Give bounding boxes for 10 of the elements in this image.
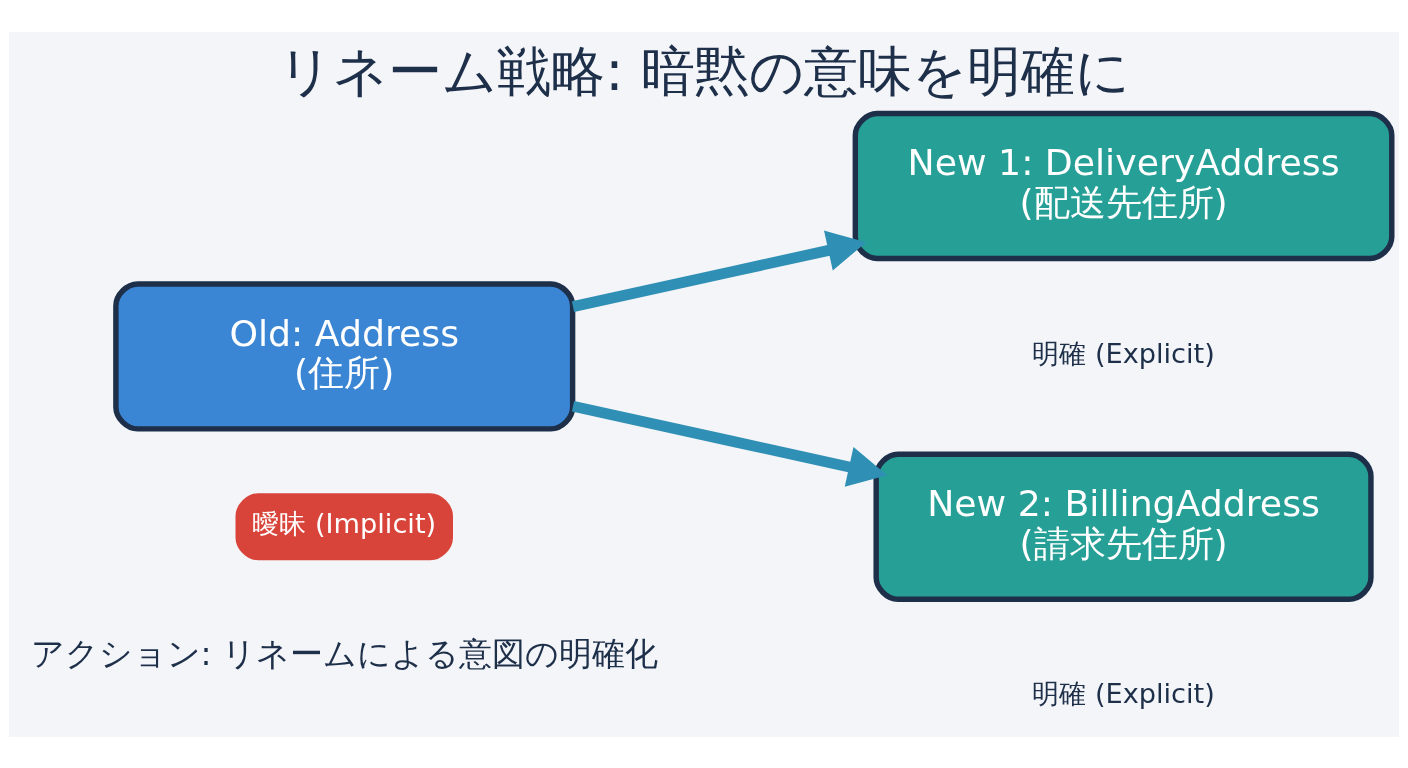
arrow — [571, 230, 867, 312]
node-label: 曖昧 (Implicit) — [252, 507, 437, 539]
label: アクション: リネームによる意図の明確化 — [30, 634, 658, 673]
node-box: New 1: DeliveryAddress (配送先住所) — [852, 110, 1395, 261]
arrow — [571, 400, 888, 487]
node-box: Old: Address (住所) — [113, 280, 576, 432]
diagram-title: リネーム戦略: 暗黙の意味を明確に — [278, 39, 1130, 103]
node-box: New 2: BillingAddress (請求先住所) — [873, 451, 1374, 602]
node-label: 明確 (Explicit) — [1032, 677, 1215, 709]
node-label: 明確 (Explicit) — [1032, 337, 1215, 369]
